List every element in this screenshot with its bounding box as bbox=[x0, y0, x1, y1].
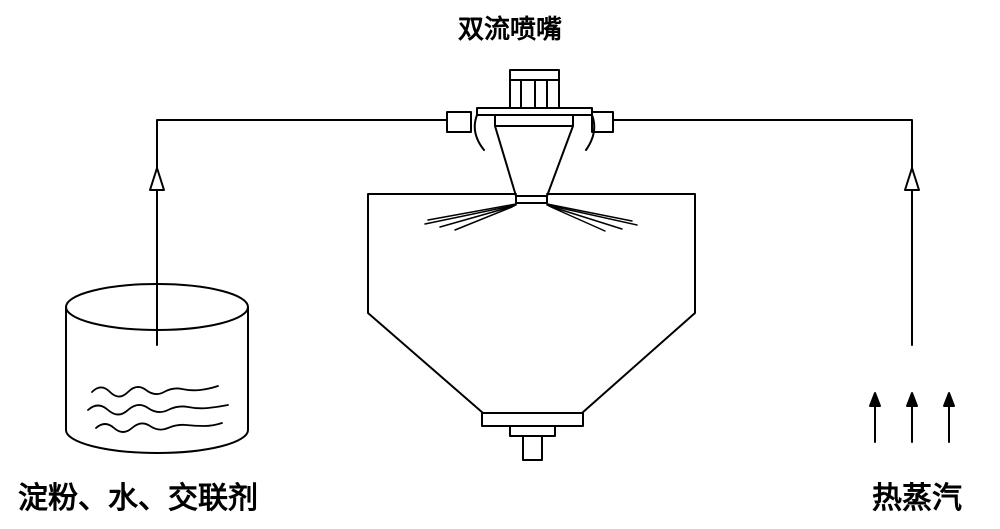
nozzle-label: 双流喷嘴 bbox=[458, 15, 563, 45]
twin-fluid-nozzle bbox=[446, 69, 614, 204]
feed-flow-arrow bbox=[149, 167, 165, 191]
steam-flow-arrow bbox=[904, 167, 920, 191]
feed-tank bbox=[65, 283, 249, 454]
feed-pipe bbox=[149, 119, 448, 346]
spray-jets bbox=[424, 203, 638, 232]
feed-label: 淀粉、水、交联剂 bbox=[18, 481, 258, 516]
hot-steam-arrows bbox=[869, 392, 955, 443]
steam-arrow-1 bbox=[869, 392, 881, 407]
liquid-waves bbox=[87, 385, 229, 433]
steam-inlet-coupling bbox=[591, 111, 614, 133]
outlet-pipe bbox=[522, 435, 543, 461]
steam-label: 热蒸汽 bbox=[872, 481, 962, 516]
drying-chamber bbox=[367, 193, 696, 461]
feed-inlet-coupling bbox=[446, 111, 472, 133]
steam-pipe bbox=[612, 119, 920, 346]
outlet-flange bbox=[481, 412, 584, 427]
steam-arrow-2 bbox=[906, 392, 918, 407]
steam-arrow-3 bbox=[943, 392, 955, 407]
